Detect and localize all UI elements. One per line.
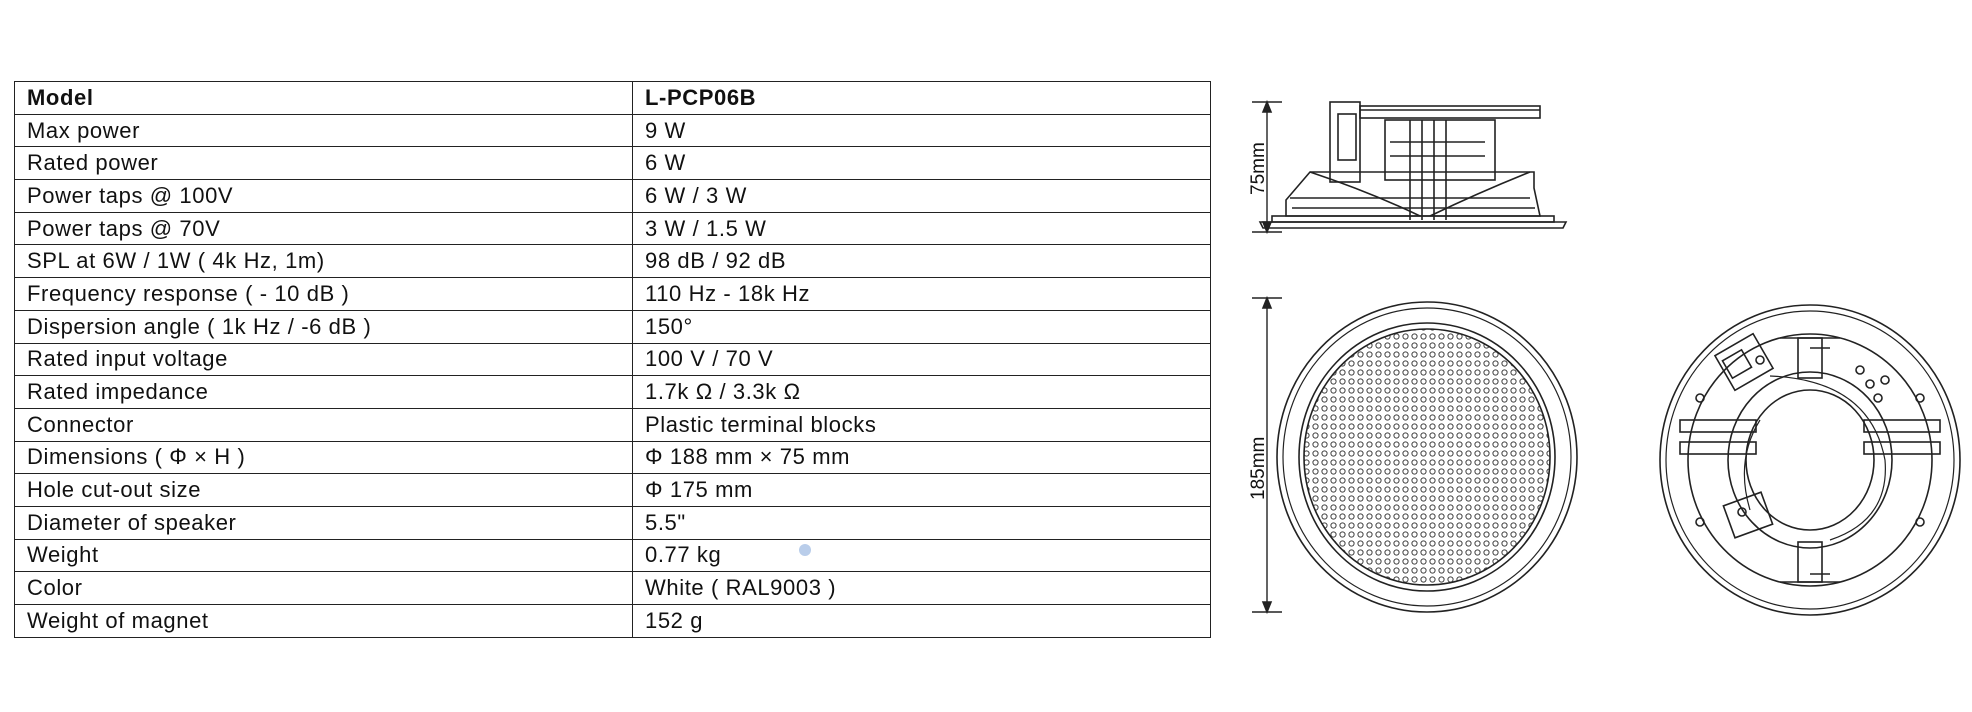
row-label: Frequency response ( - 10 dB ) [14,277,633,311]
header-value: L-PCP06B [632,81,1211,115]
table-row: SPL at 6W / 1W ( 4k Hz, 1m)98 dB / 92 dB [14,244,1211,279]
row-value: 98 dB / 92 dB [632,244,1211,279]
table-row: Dimensions ( Φ × H )Φ 188 mm × 75 mm [14,440,1211,475]
table-row: Frequency response ( - 10 dB )110 Hz - 1… [14,277,1211,311]
row-value: 0.77 kg [632,538,1211,573]
header-label: Model [14,81,633,115]
row-value: 152 g [632,604,1211,638]
diameter-dimension-label: 185mm [1248,437,1269,500]
row-value: 110 Hz - 18k Hz [632,277,1211,311]
row-value: White ( RAL9003 ) [632,571,1211,605]
side-profile-view: 75mm [1248,99,1568,235]
row-label: Dimensions ( Φ × H ) [14,440,633,475]
row-value: 1.7k Ω / 3.3k Ω [632,375,1211,409]
row-label: Color [14,571,633,605]
row-label: Diameter of speaker [14,505,633,540]
row-value: Φ 188 mm × 75 mm [632,440,1211,475]
row-value: 3 W / 1.5 W [632,211,1211,246]
row-value: 6 W [632,146,1211,181]
row-label: Power taps @ 100V [14,179,633,213]
row-label: Weight [14,538,633,573]
row-label: Max power [14,113,633,148]
row-label: SPL at 6W / 1W ( 4k Hz, 1m) [14,244,633,279]
row-value: 150° [632,309,1211,344]
cursor-dot [799,544,811,556]
row-label: Rated input voltage [14,342,633,377]
height-dimension-label: 75mm [1248,142,1269,195]
row-value: Φ 175 mm [632,473,1211,507]
speaker-technical-drawing: 75mm 185mm [1248,99,1961,616]
table-header-row: Model L-PCP06B [14,81,1211,115]
row-value: 5.5" [632,505,1211,540]
row-label: Weight of magnet [14,604,633,638]
front-grille-view: 185mm [1248,295,1578,615]
row-value: 9 W [632,113,1211,148]
row-label: Rated power [14,146,633,181]
rear-view [1659,304,1961,616]
row-value: Plastic terminal blocks [632,407,1211,442]
row-value: 6 W / 3 W [632,179,1211,213]
row-value: 100 V / 70 V [632,342,1211,377]
row-label: Connector [14,407,633,442]
table-row: Dispersion angle ( 1k Hz / -6 dB )150° [14,309,1211,344]
row-label: Power taps @ 70V [14,211,633,246]
row-label: Dispersion angle ( 1k Hz / -6 dB ) [14,309,633,344]
row-label: Rated impedance [14,375,633,409]
row-label: Hole cut-out size [14,473,633,507]
